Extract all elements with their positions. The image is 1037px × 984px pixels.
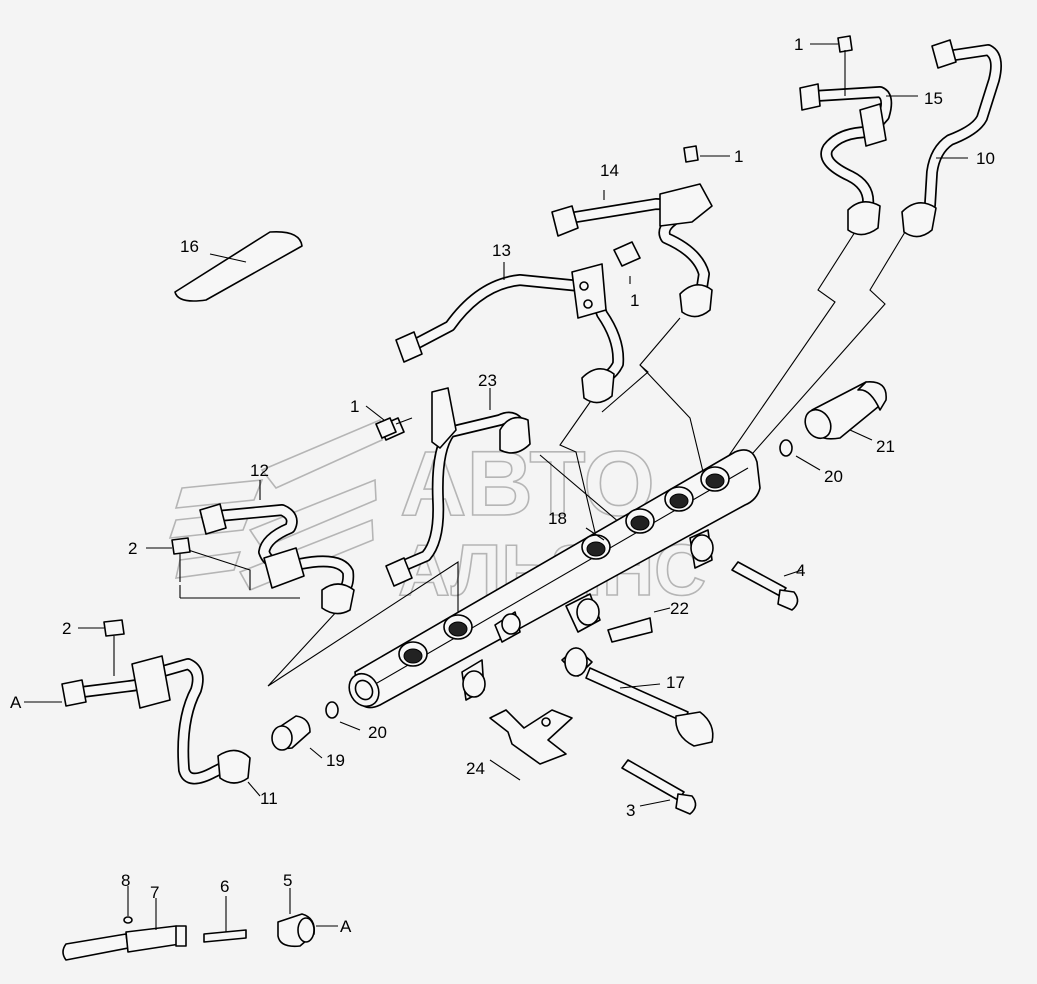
callout-1: 1 <box>734 147 743 166</box>
rail-port <box>398 641 428 667</box>
rail-port <box>664 486 694 512</box>
callout-labels: 1 1 1 1 2 2 3 4 5 6 7 8 10 11 12 13 14 1… <box>10 35 995 936</box>
callout-20: 20 <box>824 467 843 486</box>
rail-port <box>625 508 655 534</box>
callout-a: A <box>340 917 352 936</box>
callout-2: 2 <box>62 619 71 638</box>
callout-7: 7 <box>150 883 159 902</box>
callout-10: 10 <box>976 149 995 168</box>
callout-11: 11 <box>260 789 278 808</box>
callout-19: 19 <box>326 751 345 770</box>
rail-port <box>700 466 730 492</box>
callout-4: 4 <box>796 561 805 580</box>
fuel-rail <box>348 449 761 709</box>
callout-6: 6 <box>220 877 229 896</box>
callout-20: 20 <box>368 723 387 742</box>
callout-23: 23 <box>478 371 497 390</box>
rail-end-plug <box>271 715 311 751</box>
callout-24: 24 <box>466 759 485 778</box>
pipe-14 <box>551 145 713 318</box>
callout-2: 2 <box>128 539 137 558</box>
bracket-24 <box>489 709 573 765</box>
pipe-13 <box>395 241 641 404</box>
pressure-sensor <box>804 381 887 440</box>
pipe-23 <box>379 387 531 587</box>
callout-1: 1 <box>350 397 359 416</box>
callout-16: 16 <box>180 237 199 256</box>
callout-15: 15 <box>924 89 943 108</box>
callout-1: 1 <box>630 291 639 310</box>
callout-14: 14 <box>600 161 619 180</box>
callout-17: 17 <box>666 673 685 692</box>
bolt-4 <box>731 561 799 611</box>
bolt-3 <box>621 759 697 815</box>
pipe-15 <box>799 35 893 236</box>
leader-lines <box>24 43 968 932</box>
assembly-guide-lines <box>179 231 906 687</box>
label-22 <box>607 617 653 643</box>
callout-13: 13 <box>492 241 511 260</box>
callout-21: 21 <box>876 437 895 456</box>
injector-assembly <box>62 913 316 961</box>
rail-mount-boss <box>461 529 714 701</box>
pipe-12 <box>199 503 355 615</box>
o-ring <box>325 701 339 719</box>
o-ring <box>779 439 793 457</box>
callout-22: 22 <box>670 599 689 618</box>
bolt-2 <box>103 619 125 676</box>
callout-8: 8 <box>121 871 130 890</box>
callout-1: 1 <box>794 35 803 54</box>
callout-5: 5 <box>283 871 292 890</box>
bolt-2 <box>171 537 191 582</box>
pipe-11 <box>61 655 251 785</box>
bolt-1 <box>375 417 413 439</box>
rail-port <box>581 534 611 560</box>
valve-17 <box>561 647 714 747</box>
rail-port <box>443 614 473 640</box>
callout-a: A <box>10 693 22 712</box>
callout-3: 3 <box>626 801 635 820</box>
callout-18: 18 <box>548 509 567 528</box>
label-plate <box>174 230 303 302</box>
pipe-10 <box>901 39 1002 238</box>
callout-12: 12 <box>250 461 269 480</box>
